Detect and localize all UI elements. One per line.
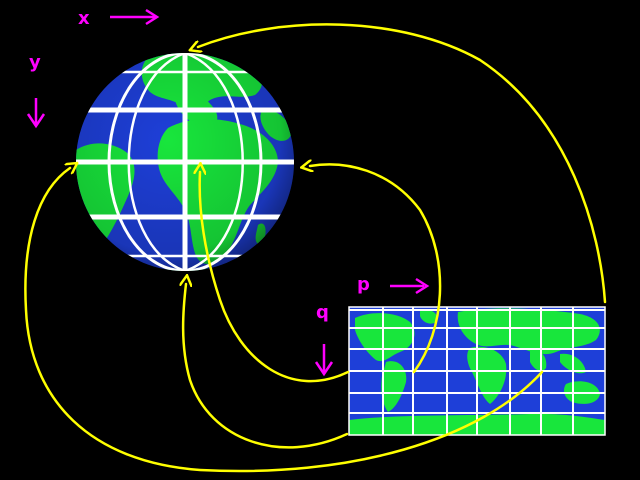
mapping-arrow-center-right bbox=[310, 164, 442, 374]
mapping-arrow-left bbox=[24, 168, 544, 473]
globe bbox=[76, 53, 294, 271]
texture-q-axis: q bbox=[314, 302, 334, 377]
sphere-y-axis: y bbox=[26, 52, 46, 129]
mapping-arrow-center bbox=[200, 172, 350, 383]
texture-map-grid bbox=[348, 306, 606, 436]
mapping-arrows bbox=[24, 23, 607, 473]
texture-map bbox=[348, 306, 606, 436]
texture-p-label: p bbox=[357, 274, 370, 295]
sphere-x-axis: x bbox=[78, 8, 160, 29]
sphere-y-label: y bbox=[29, 52, 41, 73]
texture-p-axis: p bbox=[357, 274, 430, 295]
texture-q-label: q bbox=[316, 302, 329, 323]
sphere-x-label: x bbox=[78, 8, 90, 29]
globe-grid bbox=[76, 53, 294, 271]
mapping-arrow-bottom bbox=[183, 284, 349, 449]
mapping-arrow-top-right bbox=[198, 23, 607, 304]
